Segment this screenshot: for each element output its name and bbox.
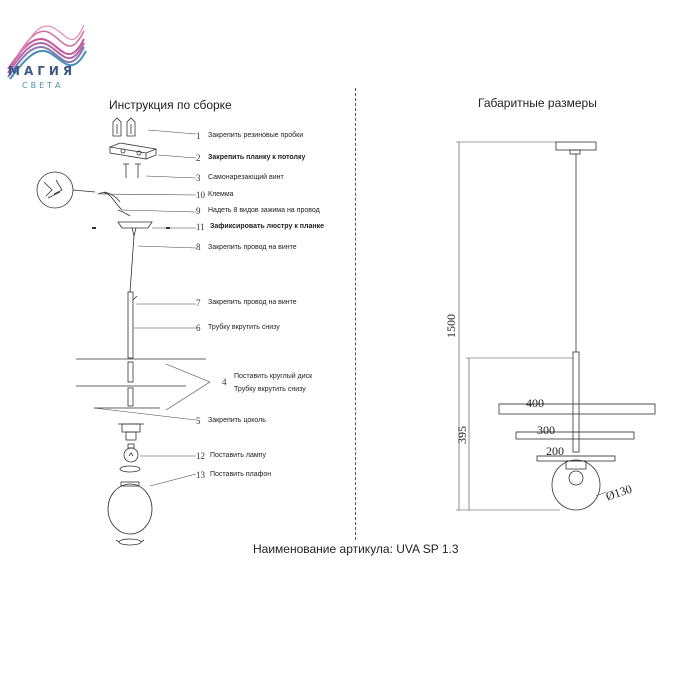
step-num: 10 [196,190,205,200]
terminal-detail-icon [36,171,74,209]
step-num: 1 [196,131,201,141]
step-text: Зафиксировать люстру к планке [210,223,324,230]
canopy-icon [117,221,153,229]
socket-icon [118,423,144,441]
step-text: Поставить плафон [210,471,272,478]
step-num: 3 [196,173,201,183]
dim-body-height: 395 [455,426,469,444]
step-text: Поставить лампу [210,452,266,459]
step-num: 2 [196,153,201,163]
step-text: Закрепить провод на винте [208,244,297,251]
step-text: Закрепить резиновые пробки [208,132,304,139]
dimensions-title: Габаритные размеры [478,96,597,110]
section-divider [355,88,356,540]
lamp-icon [123,443,139,463]
dim-disc-small: 200 [546,444,564,458]
step-num: 8 [196,242,201,252]
ceiling-plate-shape [555,141,597,151]
screws-icon [123,163,141,178]
step-num: 11 [196,222,205,232]
suspension-cable [129,235,135,293]
step-num: 7 [196,298,201,308]
upper-tube-icon [127,291,134,359]
globe-shade-icon [107,481,153,535]
dim-total-height: 1500 [444,314,458,338]
tube-shape [572,351,580,453]
disc-400-shape [498,403,656,415]
bottom-ring-icon [118,538,142,546]
step-text: Закрепить провод на винте [208,299,297,306]
article-name: Наименование артикула: UVA SP 1.3 [253,542,459,556]
step-num: 6 [196,323,201,333]
rubber-plugs-icon [112,117,136,137]
dim-disc-large: 400 [526,396,544,410]
step-text: Надеть 8 видов зажима на провод [208,207,320,214]
step-text: Клемма [208,191,234,198]
assembly-drawing [36,117,211,546]
step-num: 9 [196,206,201,216]
dim-disc-medium: 300 [537,423,555,437]
ring-clip-icon [119,465,141,473]
step-num: 5 [196,416,201,426]
step-text: Трубку вкрутить снизу [208,324,280,331]
step-text: Трубку вкрутить снизу [234,386,306,393]
step-text: Закрепить цоколь [208,417,266,424]
step-num: 13 [196,470,205,480]
mounting-bar-icon [108,142,158,160]
assembly-title: Инструкция по сборке [109,98,232,112]
step-text: Закрепить планку к потолку [208,154,306,161]
brand-logo-word: МАГИЯ [8,64,77,78]
step-num: 4 [222,377,227,387]
brand-logo-sub: СВЕТА [22,81,64,90]
step-num: 12 [196,451,205,461]
brand-logo-waves [7,24,87,80]
step-text: Самонарезающий винт [208,174,284,181]
dim-shade-diameter: Ø130 [604,481,634,504]
step-text: Поставить круглый диск [234,373,313,380]
globe-shape [551,459,601,511]
disc-300-shape [515,431,635,440]
